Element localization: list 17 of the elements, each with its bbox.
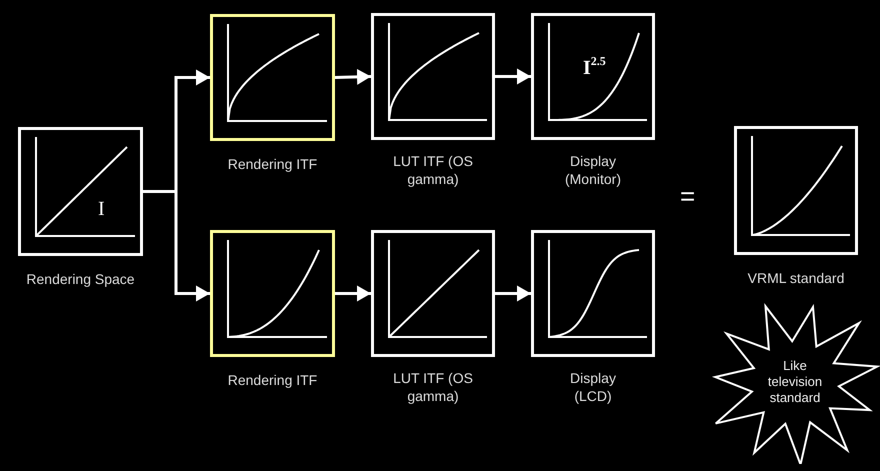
node-label: Rendering ITF [226, 371, 318, 389]
callout-text: Like television standard [766, 358, 824, 406]
arrow [143, 190, 210, 302]
arrow [495, 286, 531, 302]
formula-label: I$^{2.5}$ [583, 53, 606, 79]
node-label: Rendering ITF [226, 155, 318, 173]
equals-sign: = [680, 183, 696, 209]
node-label: LUT ITF (OS gamma) [392, 369, 474, 405]
arrow [335, 286, 371, 302]
node-label: Display (Monitor) [564, 152, 622, 188]
node-label: Display (LCD) [569, 369, 617, 405]
node-label: Rendering Space [25, 270, 136, 288]
node-label: LUT ITF (OS gamma) [392, 152, 474, 188]
node-label: VRML standard [746, 269, 846, 287]
formula-label: I [98, 198, 105, 220]
arrow [495, 68, 531, 84]
arrow [334, 68, 372, 85]
